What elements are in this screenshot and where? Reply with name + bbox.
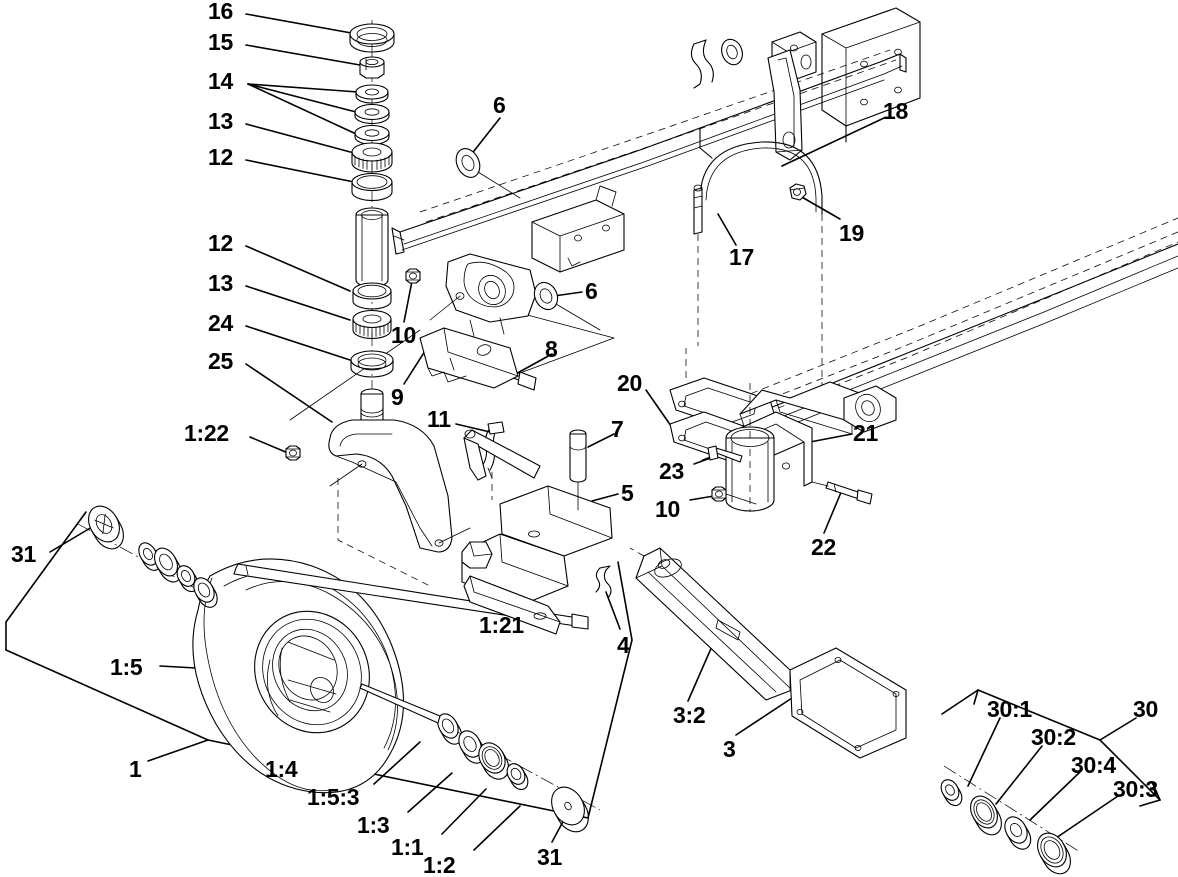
- part-1-22-locknut: [285, 445, 301, 461]
- caster-spindle-stack: [349, 20, 395, 450]
- callout-9: 9: [391, 384, 404, 410]
- part-9-bracket: [419, 327, 519, 389]
- callout-1-2: 1:2: [423, 852, 456, 877]
- callout-19: 19: [839, 220, 864, 246]
- part-23-bolt: [707, 445, 743, 463]
- callout-16: 16: [208, 0, 233, 24]
- callout-1-5-3: 1:5:3: [307, 784, 360, 810]
- part-11-hairpin-clip: [481, 421, 505, 500]
- part-3-cross-tube: [629, 547, 907, 759]
- callout-1-3: 1:3: [357, 812, 390, 838]
- callout-13b: 13: [208, 270, 233, 296]
- callout-21: 21: [853, 420, 878, 446]
- callout-12: 12: [208, 144, 233, 170]
- leader-lines: [49, 13, 1137, 851]
- part-17-rod: [693, 184, 703, 346]
- callout-13: 13: [208, 108, 233, 134]
- part-axle-bolt-right: [359, 683, 441, 724]
- part-19-clamp: [789, 183, 823, 398]
- callout-1-1: 1:1: [391, 834, 424, 860]
- callout-1-22: 1:22: [184, 420, 229, 446]
- callout-24: 24: [208, 310, 233, 336]
- callout-25: 25: [208, 348, 233, 374]
- callout-30: 30: [1133, 696, 1158, 722]
- callout-11: 11: [427, 406, 451, 432]
- group-bracket-8: [289, 311, 615, 421]
- part-4-cotter-pin: [595, 565, 612, 599]
- callout-6-b: 6: [585, 278, 598, 304]
- wheel-tire-assembly: [77, 523, 601, 811]
- callout-3: 3: [723, 736, 736, 762]
- callout-1-21: 1:21: [479, 612, 524, 638]
- callout-30-2: 30:2: [1031, 724, 1076, 750]
- callout-14: 14: [208, 68, 233, 94]
- callout-17: 17: [729, 244, 754, 270]
- callout-22: 22: [811, 534, 836, 560]
- callout-23: 23: [659, 458, 684, 484]
- callout-20: 20: [617, 370, 642, 396]
- part-10-flangenut-a: [405, 268, 421, 284]
- part-7-pin: [569, 429, 587, 511]
- callout-30-3: 30:3: [1113, 776, 1158, 802]
- callout-1-4: 1:4: [265, 756, 298, 782]
- callout-8: 8: [545, 336, 558, 362]
- callout-10-b: 10: [655, 496, 680, 522]
- callout-1-5: 1:5: [110, 654, 143, 680]
- wheel-bearing-stack-left: [88, 505, 218, 608]
- callout-4: 4: [617, 632, 630, 658]
- caster-fork-fender: [328, 419, 471, 587]
- callout-18: 18: [883, 98, 908, 124]
- callout-1: 1: [129, 756, 142, 782]
- callout-6-a: 6: [493, 92, 506, 118]
- callout-30-1: 30:1: [987, 696, 1032, 722]
- part-18-hose: [699, 141, 823, 215]
- part-30-bearing-kit: [940, 765, 1081, 875]
- part-22-bolt: [811, 481, 873, 505]
- wheel-bearing-stack-right: [437, 713, 589, 833]
- part-link-bar: [463, 429, 541, 481]
- callout-30-4: 30:4: [1071, 752, 1116, 778]
- part-21-caster-tube-bracket: [725, 380, 897, 512]
- callout-31-b: 31: [537, 844, 562, 870]
- part-5-latch-plate: [461, 485, 613, 635]
- group-bracket-30: [941, 689, 1161, 807]
- callout-7: 7: [611, 416, 624, 442]
- callout-10-a: 10: [391, 322, 416, 348]
- callout-5: 5: [621, 480, 634, 506]
- callout-31-a: 31: [11, 541, 36, 567]
- part-10-flangenut-b: [711, 486, 757, 505]
- main-frame: [391, 7, 1178, 461]
- callout-12b: 12: [208, 230, 233, 256]
- callout-15: 15: [208, 29, 233, 55]
- callout-3-2: 3:2: [673, 702, 706, 728]
